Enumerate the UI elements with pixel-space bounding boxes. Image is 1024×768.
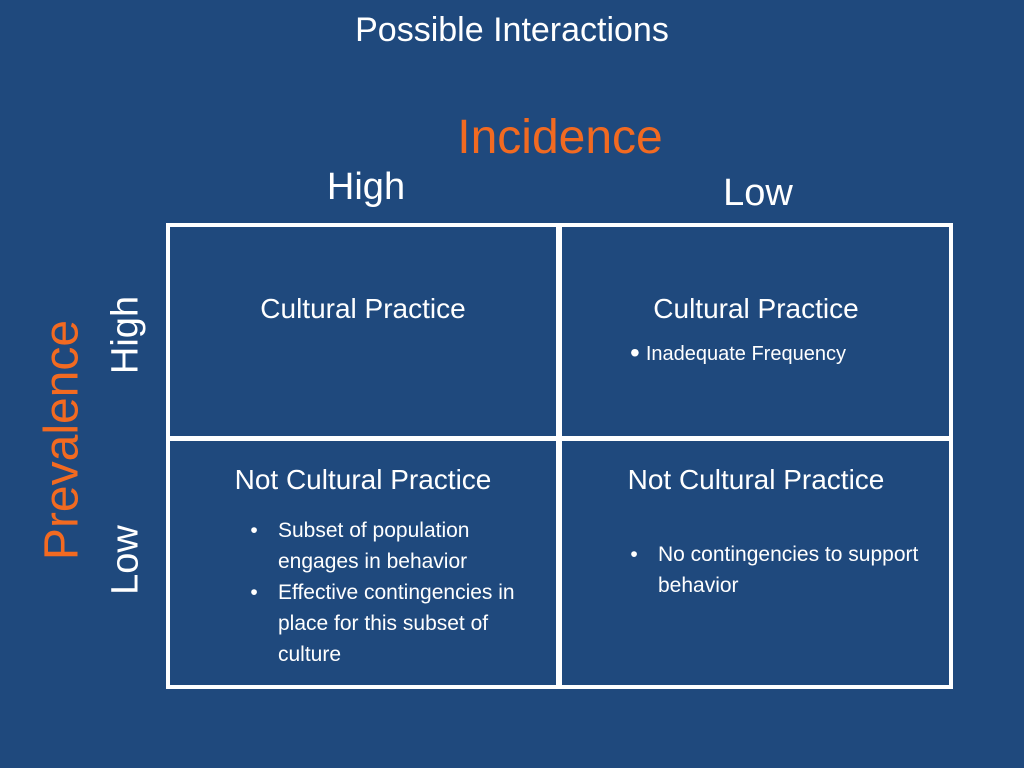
incidence-axis-label: Incidence bbox=[457, 111, 663, 164]
prevalence-low-label: Low bbox=[104, 525, 147, 595]
cell-low-low-heading: Not Cultural Practice bbox=[627, 464, 885, 495]
list-item-text: Effective contingencies in place for thi… bbox=[278, 581, 515, 666]
list-item: • Effective contingencies in place for th… bbox=[244, 577, 524, 670]
incidence-high-label: High bbox=[326, 166, 406, 208]
slide-title: Possible Interactions bbox=[355, 11, 669, 49]
bullet-icon: • bbox=[630, 543, 638, 566]
prevalence-axis-label: Prevalence bbox=[35, 319, 89, 561]
cell-low-high-bullets: • Subset of population engages in behavio… bbox=[244, 515, 524, 670]
bullet-icon: • bbox=[630, 337, 640, 368]
prevalence-high-label: High bbox=[104, 295, 147, 375]
bullet-icon: • bbox=[250, 519, 258, 542]
matrix-horizontal-divider bbox=[166, 436, 953, 441]
cell-high-low-note: •Inadequate Frequency bbox=[630, 339, 846, 368]
cell-high-low-heading: Cultural Practice bbox=[653, 293, 859, 324]
cell-low-low-bullets: • No contingencies to support behavior bbox=[624, 539, 924, 601]
cell-high-low-note-text: Inadequate Frequency bbox=[645, 343, 846, 365]
incidence-low-label: Low bbox=[723, 172, 793, 214]
list-item-text: No contingencies to support behavior bbox=[658, 543, 919, 597]
list-item: • No contingencies to support behavior bbox=[624, 539, 924, 601]
matrix-vertical-divider bbox=[556, 223, 562, 689]
bullet-icon: • bbox=[250, 581, 258, 604]
list-item-text: Subset of population engages in behavior bbox=[278, 519, 470, 573]
cell-high-high-heading: Cultural Practice bbox=[260, 293, 466, 324]
cell-low-high-heading: Not Cultural Practice bbox=[234, 464, 492, 495]
list-item: • Subset of population engages in behavio… bbox=[244, 515, 524, 577]
